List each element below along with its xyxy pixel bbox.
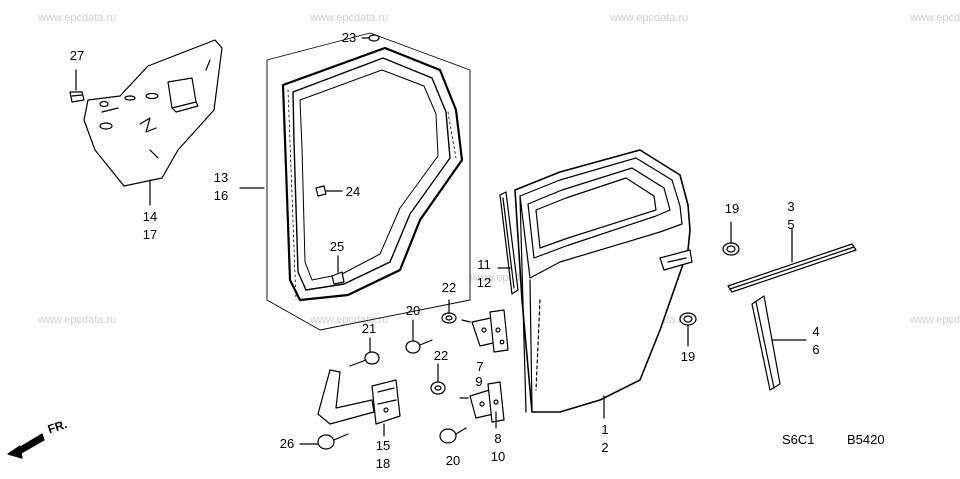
page-code: B5420 — [847, 432, 885, 447]
lower-hinge — [459, 381, 505, 429]
front-direction-arrow — [7, 433, 45, 459]
bolt-21 — [349, 337, 380, 367]
sash-garnish — [751, 295, 807, 391]
bolt-20 — [405, 319, 433, 354]
callout-label: 20 — [445, 453, 461, 468]
clip-25 — [331, 255, 345, 285]
clip-27 — [69, 69, 85, 103]
watermark: www.epcdata.ru — [910, 12, 960, 24]
watermark: www.epcdata.ru — [38, 314, 117, 326]
belt-molding — [727, 227, 857, 293]
callout-label: 21 — [361, 321, 377, 336]
plug-19 — [679, 312, 697, 347]
callout-label: 24 — [345, 184, 361, 199]
callout-label: 27 — [69, 48, 85, 63]
nut-22 — [441, 299, 457, 324]
callout-label: 20 — [405, 303, 421, 318]
callout-label: 22 — [441, 280, 457, 295]
nut-22 — [430, 363, 446, 395]
callout-label: 19 — [680, 349, 696, 364]
callout-label: 25 — [329, 239, 345, 254]
watermark: www.epcdata.ru — [610, 12, 689, 24]
model-code: S6C1 — [782, 432, 815, 447]
upper-hinge — [461, 309, 509, 353]
plug-19 — [722, 221, 740, 256]
door-protector-sheet — [83, 39, 223, 187]
door-checker — [317, 369, 401, 437]
sash-tape — [497, 191, 519, 295]
clip-23 — [361, 34, 380, 42]
callout-label: 26 — [279, 436, 295, 451]
watermark: www.epcdata.ru — [910, 314, 960, 326]
watermark: www.epcdata.ru — [310, 12, 389, 24]
clip-24 — [315, 185, 343, 197]
bolt-20 — [439, 427, 467, 444]
weatherstrip-group — [239, 32, 471, 331]
callout-label: 23 — [341, 30, 357, 45]
callout-label: 22 — [433, 348, 449, 363]
watermark: www.epcdata.ru — [38, 12, 117, 24]
callout-label: 7 — [476, 359, 484, 374]
callout-label: 9 — [475, 374, 483, 389]
callout-label: 19 — [724, 201, 740, 216]
watermark: www.epcdata.ru — [310, 314, 389, 326]
bolt-26 — [299, 433, 349, 450]
rear-door-panel — [514, 149, 693, 419]
